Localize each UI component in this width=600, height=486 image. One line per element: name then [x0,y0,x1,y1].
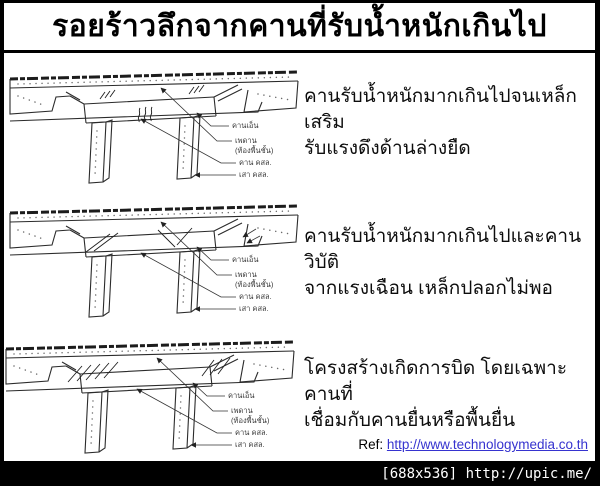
left-edge-beam [9,79,71,115]
slab-top-edge [5,340,295,351]
right-column [172,384,197,450]
lower-band [9,101,263,122]
shear-pointer-arrows [242,228,261,244]
label-ceiling: เพดาน [231,406,253,415]
label-leader-arrows [140,221,236,312]
label-column: เสา คสล. [235,440,265,449]
haunches [61,354,239,375]
slab-top-edge [9,204,299,215]
left-column [88,253,113,318]
label-edge-beam: คานเอ็น [232,120,259,130]
ref-label: Ref: [358,437,384,452]
label-ceiling-sub: (ท้องพื้นชั้น) [235,145,274,155]
slab-underside [9,80,299,89]
description-flexural: คานรับน้ำหนักมากเกินไปจนเหล็กเสริม รับแร… [304,84,592,162]
lower-band [9,235,263,256]
watermark-text: [688x536] http://upic.me/ [381,465,592,482]
description-line: เชื่อมกับคานยื่นหรือพื้นยื่น [304,410,516,431]
right-edge-beam [243,214,299,247]
description-line: โครงสร้างเกิดการบิด โดยเฉพาะคานที่ [304,358,568,405]
haunches [65,84,243,105]
label-beam: คาน คสล. [235,428,268,437]
label-ceiling: เพดาน [235,270,257,279]
left-edge-beam [9,213,71,249]
label-ceiling-sub: (ท้องพื้นชั้น) [231,415,270,425]
left-edge-beam [5,349,67,385]
label-leader-arrows [136,357,232,448]
beam-diagram-torsion: คานเอ็น เพดาน (ท้องพื้นชั้น) คาน คสล. เส… [5,340,295,454]
structure-drawing [5,340,295,454]
description-line: คานรับน้ำหนักมากเกินไปและคานวิบัติ [304,226,582,273]
label-ceiling-sub: (ท้องพื้นชั้น) [235,279,274,289]
right-edge-beam [239,350,295,383]
reference-line: Ref: http://www.technologymedia.co.th [358,437,588,452]
main-beam [79,366,213,394]
slab-underside [9,214,299,223]
label-column: เสา คสล. [239,170,269,179]
haunches [65,218,243,239]
watermark-bar: [688x536] http://upic.me/ [0,461,600,486]
main-beam [83,96,217,124]
shear-crack-marks [85,227,193,253]
left-column [88,119,113,184]
flexural-crack-marks [99,84,205,123]
reference-link[interactable]: http://www.technologymedia.co.th [386,437,588,452]
label-beam: คาน คสล. [239,158,272,167]
beam-diagram-shear: คานเอ็น เพดาน (ท้องพื้นชั้น) คาน คสล. เส… [9,204,299,318]
title-box: รอยร้าวลึกจากคานที่รับน้ำหนักเกินไป [4,3,595,53]
main-beam [83,230,217,258]
structure-drawing [9,204,299,318]
page-title: รอยร้าวลึกจากคานที่รับน้ำหนักเกินไป [52,10,547,43]
label-beam: คาน คสล. [239,292,272,301]
description-torsion: โครงสร้างเกิดการบิด โดยเฉพาะคานที่ เชื่อ… [304,356,592,434]
description-line: จากแรงเฉือน เหล็กปลอกไม่พอ [304,278,553,299]
lower-band [5,371,259,392]
label-leader-arrows [140,87,236,178]
description-shear: คานรับน้ำหนักมากเกินไปและคานวิบัติ จากแร… [304,224,592,302]
description-line: รับแรงดึงด้านล่างยืด [304,138,471,159]
label-edge-beam: คานเอ็น [228,390,255,400]
slab-top-edge [9,70,299,81]
left-column [84,389,109,454]
beam-diagram-flexural: คานเอ็น เพดาน (ท้องพื้นชั้น) คาน คสล. เส… [9,70,299,184]
right-column [176,114,201,180]
label-ceiling: เพดาน [235,136,257,145]
label-edge-beam: คานเอ็น [232,254,259,264]
label-column: เสา คสล. [239,304,269,313]
right-column [176,248,201,314]
torsion-crack-marks [67,357,231,383]
right-edge-beam [243,80,299,113]
slab-underside [5,350,295,359]
description-line: คานรับน้ำหนักมากเกินไปจนเหล็กเสริม [304,86,577,133]
